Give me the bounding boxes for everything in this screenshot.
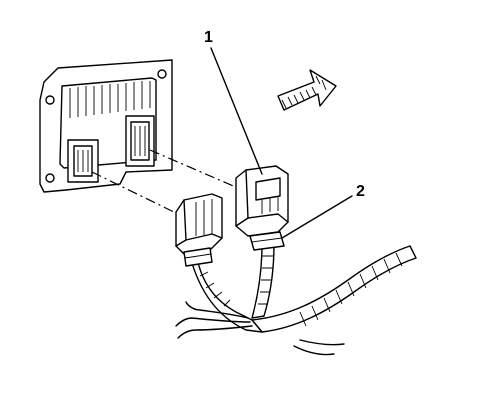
callout-leaders	[210, 47, 353, 239]
alignment-lines	[91, 149, 239, 215]
direction-arrow-icon	[277, 69, 337, 111]
module-header-left	[67, 139, 99, 183]
mounting-hole	[157, 69, 167, 79]
callout-1-leader	[210, 47, 263, 175]
mounting-hole	[45, 95, 55, 105]
connector-lock-lever	[255, 177, 281, 201]
callout-1-label: 1	[204, 29, 213, 46]
connector-right	[235, 165, 289, 251]
connector-left	[175, 193, 223, 267]
connector-collar	[249, 231, 285, 251]
module-header-right	[125, 115, 155, 167]
control-module	[39, 59, 173, 193]
mounting-hole	[45, 173, 55, 183]
callout-2-label: 2	[356, 183, 365, 200]
cooling-fins	[69, 81, 151, 118]
callout-2-leader	[281, 195, 353, 239]
